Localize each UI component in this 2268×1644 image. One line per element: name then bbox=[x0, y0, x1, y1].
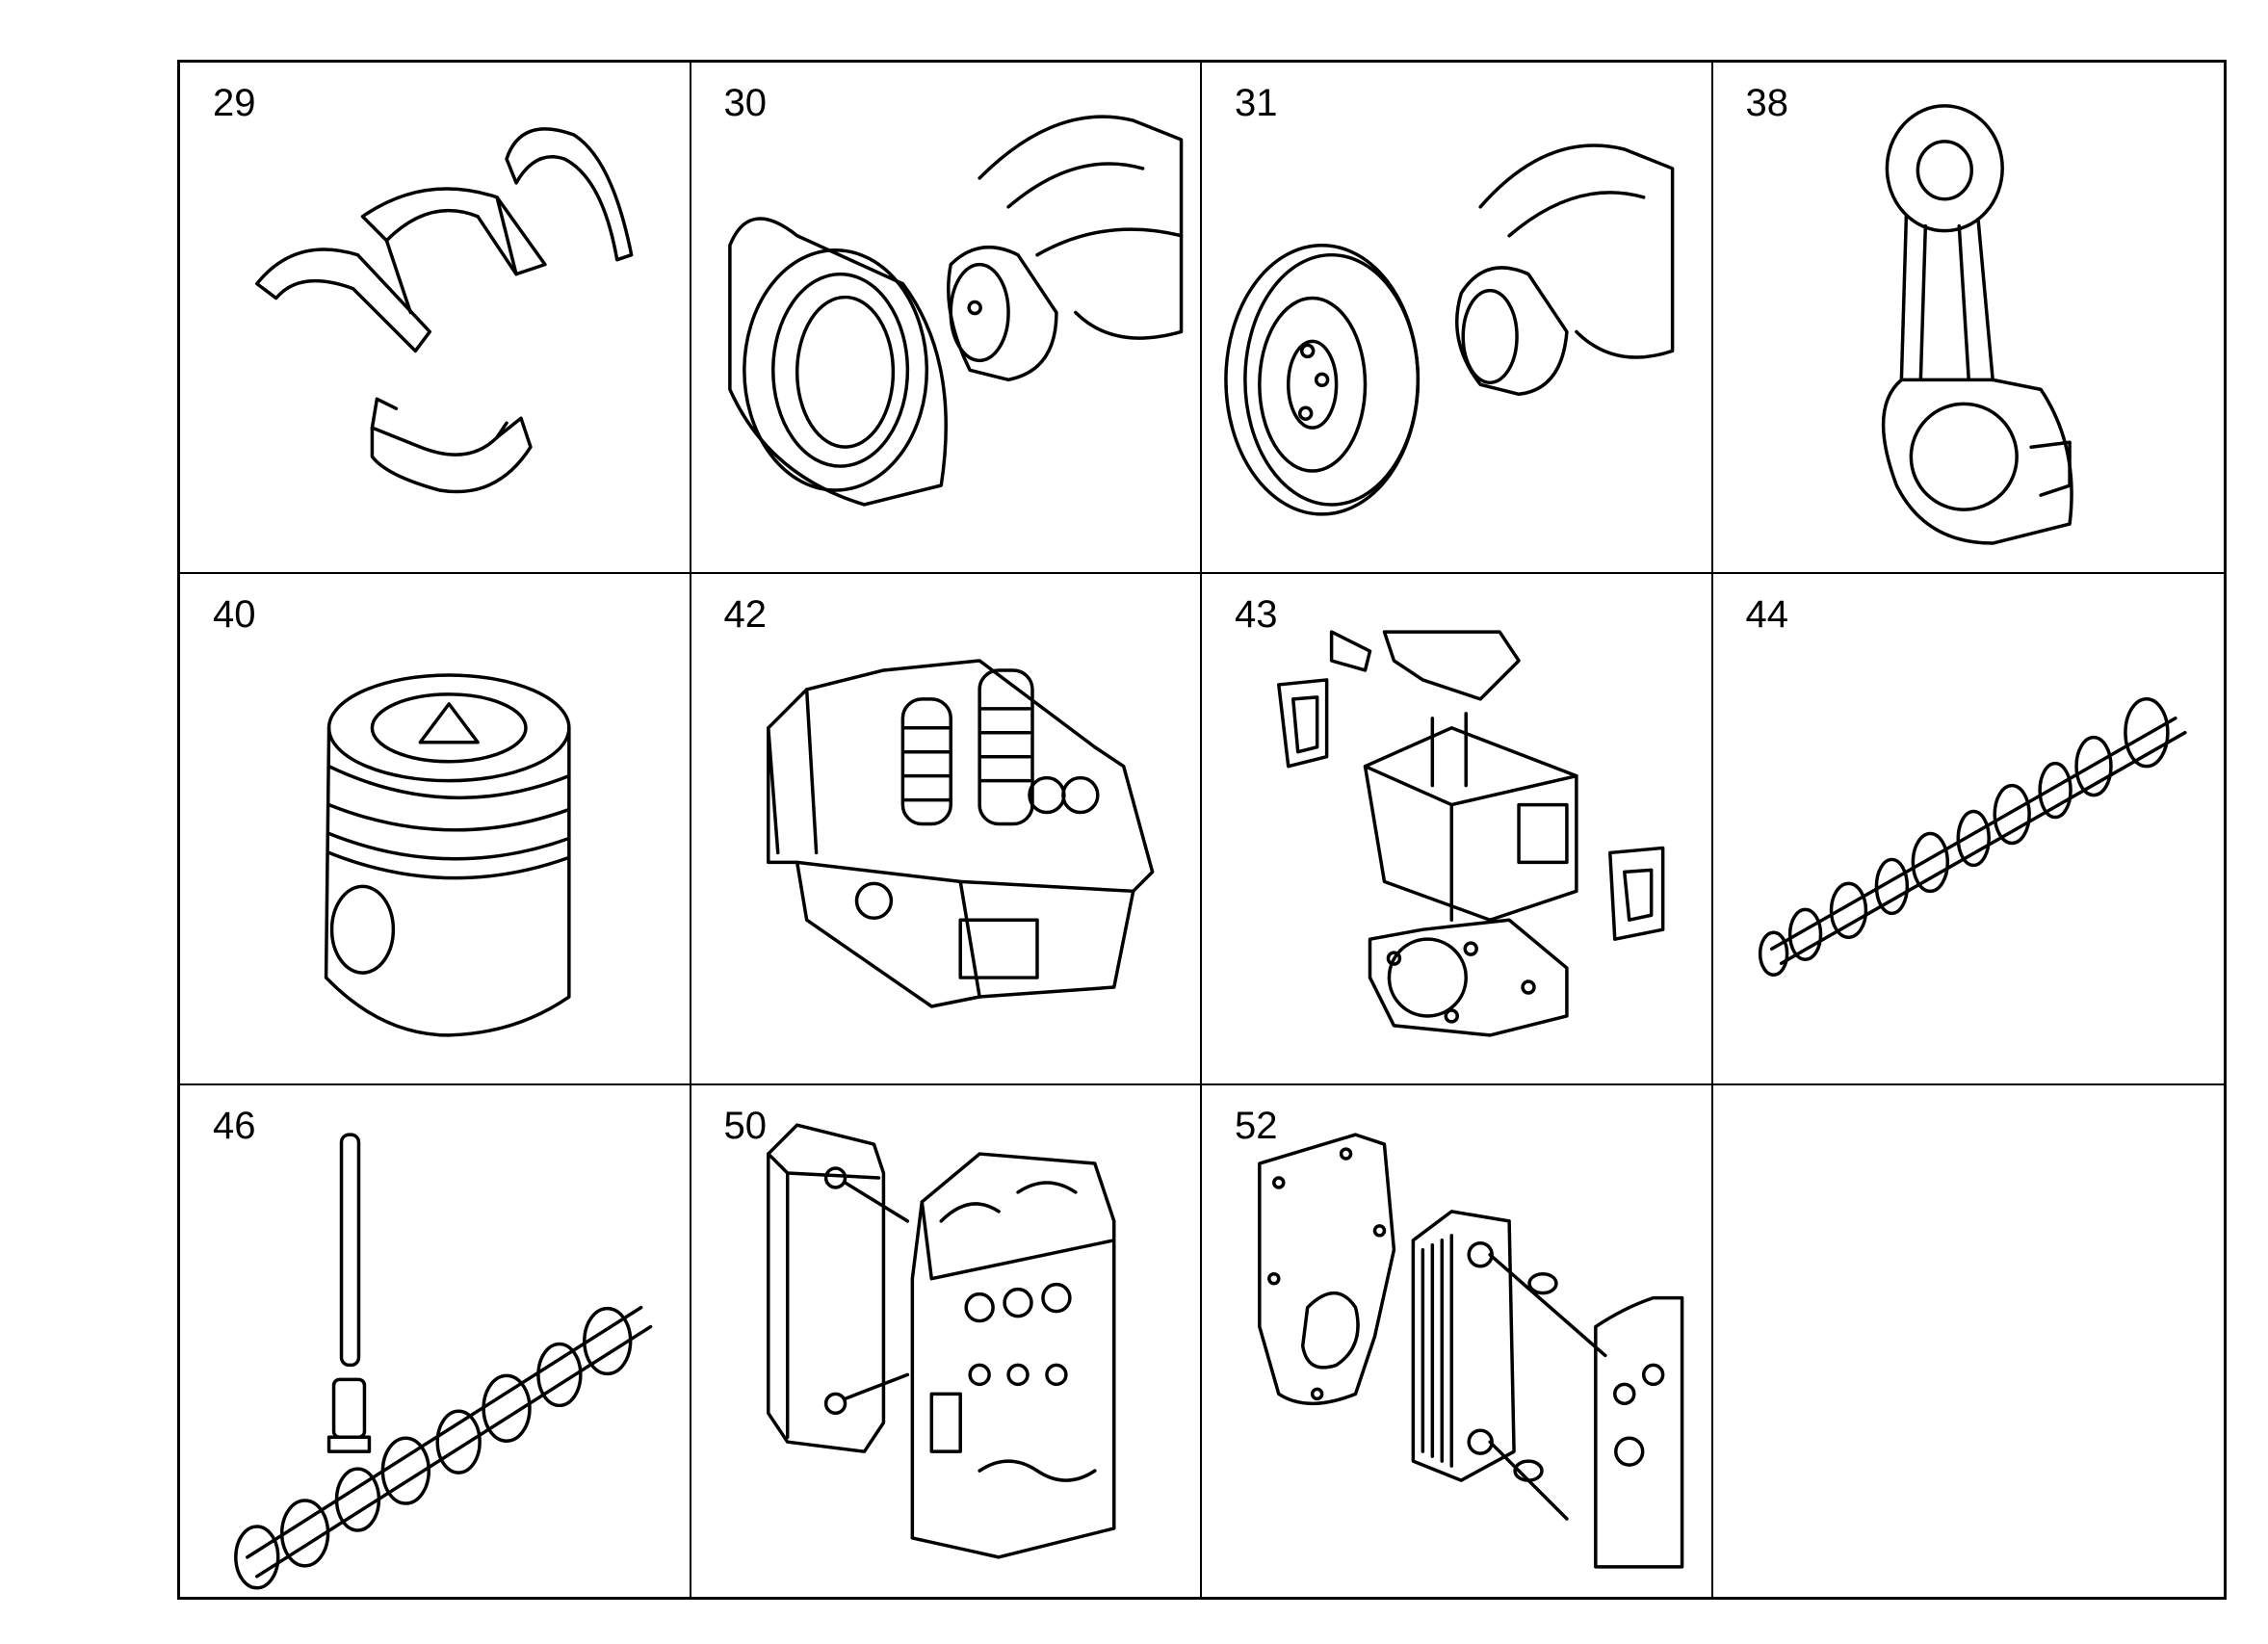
part-number: 31 bbox=[1235, 82, 1278, 124]
part-cell-30[interactable]: 30 bbox=[691, 63, 1202, 574]
part-number: 30 bbox=[723, 82, 768, 124]
part-cell-38[interactable]: 38 bbox=[1712, 63, 2224, 574]
empty-cell bbox=[1713, 1085, 2225, 1597]
oil-cooler-gasket-icon bbox=[1258, 1133, 1684, 1569]
vibration-damper-icon bbox=[1224, 144, 1675, 516]
part-number: 50 bbox=[723, 1105, 768, 1147]
part-number: 43 bbox=[1235, 593, 1278, 636]
cylinder-head-gaskets-icon bbox=[1277, 630, 1665, 1037]
part-cell-43[interactable]: 43 bbox=[1202, 574, 1713, 1085]
part-cell-42[interactable]: 42 bbox=[691, 574, 1202, 1085]
camshaft-pushrod-tappet-icon bbox=[234, 1133, 653, 1590]
part-cell-31[interactable]: 31 bbox=[1202, 63, 1713, 574]
part-number: 46 bbox=[213, 1105, 256, 1147]
part-cell-44[interactable]: 44 bbox=[1712, 574, 2224, 1085]
part-number: 40 bbox=[213, 593, 256, 636]
parts-grid: 29 30 31 bbox=[177, 60, 2227, 1600]
part-number: 42 bbox=[723, 593, 768, 636]
part-number: 52 bbox=[1235, 1105, 1278, 1147]
part-cell-40[interactable]: 40 bbox=[180, 574, 691, 1085]
crankshaft-rear-seal-icon bbox=[727, 115, 1183, 507]
part-cell-29[interactable]: 29 bbox=[180, 63, 691, 574]
bearing-shells-icon bbox=[255, 127, 634, 494]
part-number: 38 bbox=[1745, 82, 1789, 124]
part-cell-52[interactable]: 52 bbox=[1202, 1085, 1713, 1597]
part-cell-50[interactable]: 50 bbox=[691, 1085, 1202, 1597]
cylinder-head-valves-icon bbox=[766, 659, 1154, 1008]
connecting-rod-icon bbox=[1881, 104, 2073, 545]
oil-cooler-cover-icon bbox=[766, 1123, 1115, 1559]
part-cell-46[interactable]: 46 bbox=[180, 1085, 691, 1597]
part-number: 44 bbox=[1745, 593, 1789, 636]
piston-icon bbox=[324, 673, 571, 1037]
part-number: 29 bbox=[213, 82, 256, 124]
camshaft-icon bbox=[1758, 697, 2187, 977]
